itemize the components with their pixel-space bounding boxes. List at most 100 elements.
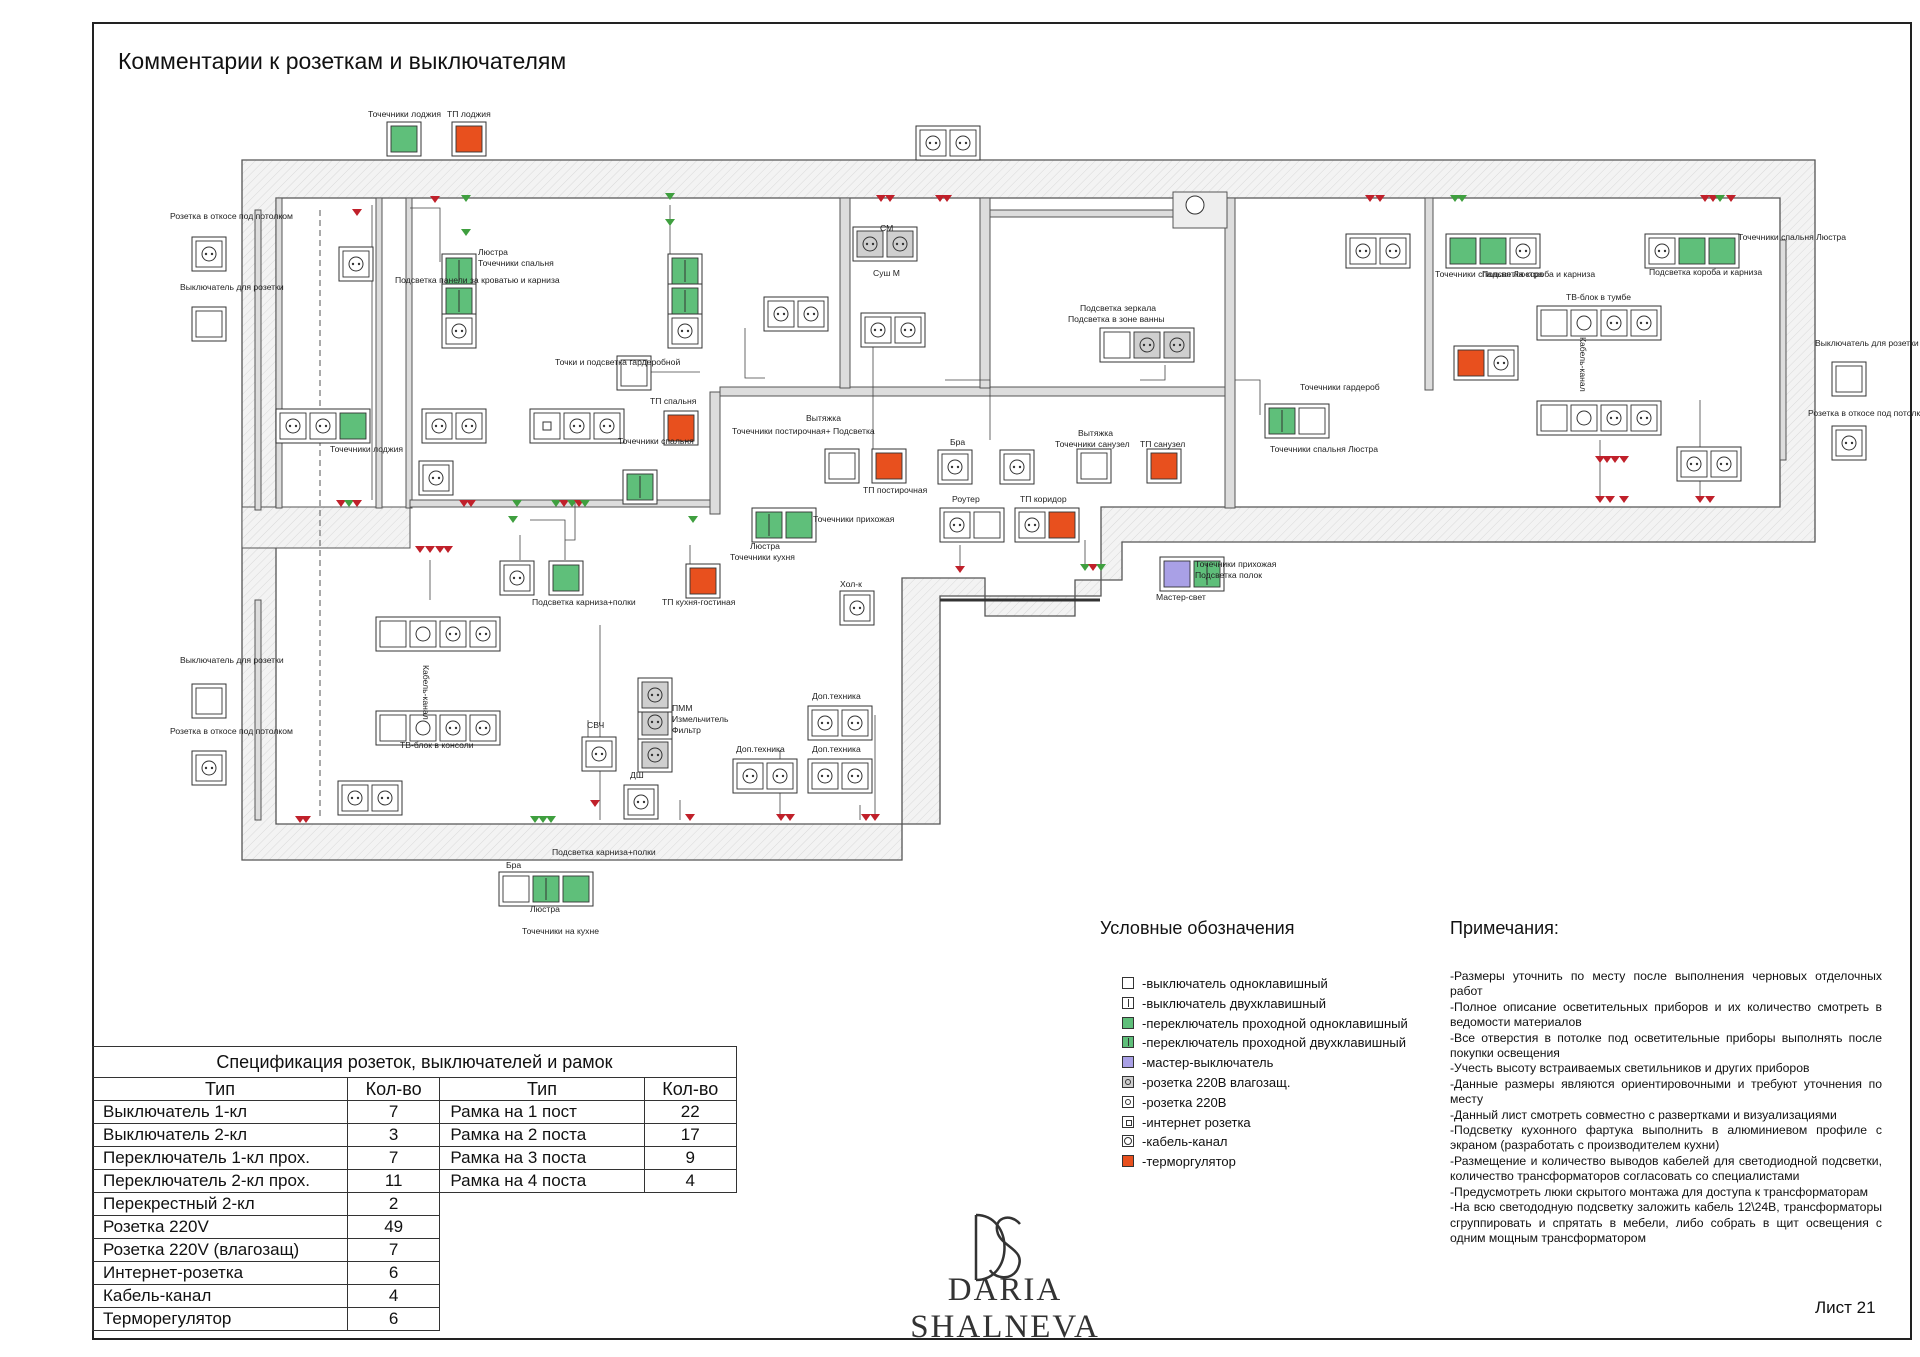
light-marker-icon <box>876 195 886 202</box>
light-marker-icon <box>466 500 476 507</box>
plan-label: Точечники лоджия <box>368 109 441 119</box>
light-marker-icon <box>546 816 556 823</box>
legend-symbol-icon <box>1122 1056 1134 1069</box>
spec-type: Рамка на 2 поста <box>439 1123 645 1147</box>
plan-label: Точечники прихожая <box>813 514 895 524</box>
brand-monogram-logo <box>974 1213 1021 1282</box>
device-frame <box>1076 448 1112 484</box>
legend-symbol-icon <box>1122 1135 1134 1148</box>
note-item: -Данные размеры являются ориентировочным… <box>1450 1076 1882 1107</box>
spec-empty <box>439 1284 737 1308</box>
legend-item: -выключатель двухклавишный <box>1120 994 1408 1014</box>
light-marker-icon <box>685 814 695 821</box>
spec-qty: 4 <box>643 1169 738 1193</box>
device-frame <box>1644 233 1740 269</box>
device-frame <box>915 125 981 161</box>
spec-type: Переключатель 1-кл прох. <box>92 1146 348 1170</box>
device-frame <box>807 758 873 794</box>
device-socket <box>766 762 794 790</box>
note-item: -На всю светододную подсветку заложить к… <box>1450 1200 1882 1245</box>
light-marker-icon <box>1365 195 1375 202</box>
plan-label: Подсветка карниза+полки <box>532 597 636 607</box>
plan-label: Люстра <box>478 247 508 257</box>
plan-label: Точечники гардероб <box>1300 382 1380 392</box>
device-socket <box>279 412 307 440</box>
spec-qty: 7 <box>346 1146 441 1170</box>
device-socket <box>439 714 467 742</box>
device-switch-pass <box>339 412 367 440</box>
light-marker-icon <box>352 500 362 507</box>
device-frame <box>1264 403 1330 439</box>
spec-type: Переключатель 2-кл прох. <box>92 1169 348 1193</box>
spec-caption: Спецификация розеток, выключателей и рам… <box>92 1046 737 1078</box>
legend-label: -розетка 220В <box>1142 1094 1227 1110</box>
plan-label: ТП постирочная <box>863 485 928 495</box>
plan-label: Точечники лоджия <box>330 444 403 454</box>
spec-col-qty: Кол-во <box>643 1077 738 1101</box>
spec-col-type: Тип <box>92 1077 348 1101</box>
device-frame <box>581 736 617 772</box>
plan-label: Доп.техника <box>736 744 785 754</box>
ceiling-light-markers <box>295 193 1736 823</box>
plan-label: ТП спальня <box>650 396 697 406</box>
device-socket <box>811 709 839 737</box>
device-frame <box>1099 327 1195 363</box>
device-thermostat <box>1457 349 1485 377</box>
device-wet-socket <box>1163 331 1191 359</box>
device-thermostat <box>875 452 903 480</box>
device-switch <box>1103 331 1131 359</box>
legend-item: -переключатель проходной одноклавишный <box>1120 1014 1408 1034</box>
light-marker-icon <box>1715 195 1725 202</box>
device-wet-socket <box>641 681 669 709</box>
device-switch <box>1540 309 1568 337</box>
plan-annotations: Точечники лоджия ТП лоджия Розетка в отк… <box>170 109 1920 936</box>
light-marker-icon <box>580 500 590 507</box>
light-marker-icon <box>935 195 945 202</box>
device-frame <box>1014 507 1080 543</box>
device-frame <box>1345 233 1411 269</box>
light-marker-icon <box>567 500 577 507</box>
device-socket <box>1487 349 1515 377</box>
device-switch <box>828 452 856 480</box>
device-frame <box>1159 556 1225 592</box>
legend-label: -выключатель одноклавишный <box>1142 976 1328 991</box>
light-marker-icon <box>559 500 569 507</box>
device-socket <box>841 709 869 737</box>
device-frame <box>375 616 501 652</box>
device-frame <box>852 226 918 262</box>
light-marker-icon <box>785 814 795 821</box>
device-frame <box>860 312 926 348</box>
notes-items: -Размеры уточнить по месту после выполне… <box>1450 969 1882 1246</box>
light-marker-icon <box>1700 195 1710 202</box>
device-frame <box>839 590 875 626</box>
note-item: -Все отверстия в потолке под осветительн… <box>1450 1030 1882 1061</box>
light-marker-icon <box>955 566 965 573</box>
device-socket <box>811 762 839 790</box>
device-frame <box>498 871 594 907</box>
legend-symbol-icon <box>1122 1095 1134 1108</box>
note-item: -Подсветку кухонного фартука выполнить в… <box>1450 1123 1882 1153</box>
spec-empty <box>439 1261 737 1285</box>
light-marker-icon <box>1096 564 1106 571</box>
device-switch <box>1835 365 1863 393</box>
plan-label: Точечники спальня <box>478 258 554 268</box>
plan-label: Доп.техника <box>812 744 861 754</box>
device-switch <box>1540 404 1568 432</box>
spec-type: Интернет-розетка <box>92 1261 348 1285</box>
device-frame <box>623 784 659 820</box>
plan-label: Подсветка зеркала <box>1080 303 1156 313</box>
device-socket <box>919 129 947 157</box>
plan-label: Измельчитель <box>672 714 729 724</box>
notes-title: Примечания: <box>1450 918 1559 938</box>
legend-symbol-icon <box>1122 1016 1134 1029</box>
device-cable-channel <box>1570 309 1598 337</box>
device-cable-channel <box>1570 404 1598 432</box>
legend-symbol-icon <box>1122 1075 1134 1088</box>
light-marker-icon <box>665 193 675 200</box>
light-marker-icon <box>461 195 471 202</box>
device-socket <box>341 784 369 812</box>
